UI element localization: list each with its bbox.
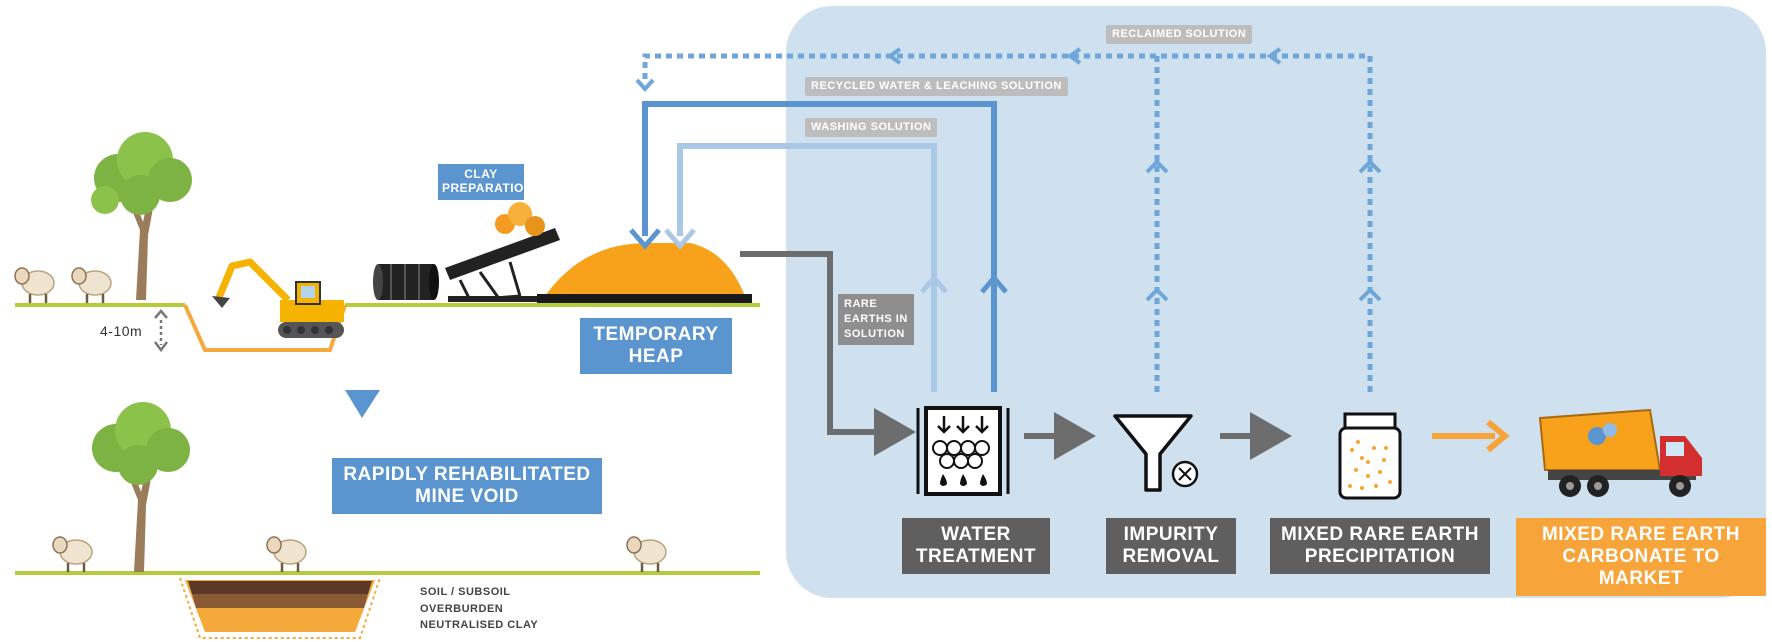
- rare-earths-line3: SOLUTION: [844, 327, 905, 340]
- clay-preparation-line1: CLAY: [464, 167, 498, 181]
- heap-icon: [537, 243, 752, 303]
- reclaimed-arrows: [635, 47, 1382, 302]
- impurity-removal-label: IMPURITY REMOVAL: [1106, 518, 1236, 574]
- soil-layer-3: NEUTRALISED CLAY: [420, 619, 539, 631]
- soil-layer-1: SOIL / SUBSOIL: [420, 586, 511, 598]
- drum-icon: [373, 264, 439, 300]
- sheep-icon: [266, 536, 307, 572]
- to-market-line1: MIXED RARE EARTH: [1541, 524, 1740, 545]
- water-treatment-line2: TREATMENT: [915, 545, 1037, 567]
- rare-earths-line1: RARE: [844, 298, 878, 310]
- reclaimed-solution-label: RECLAIMED SOLUTION: [1106, 25, 1253, 44]
- chevron-down-icon: [345, 390, 380, 418]
- arrow-down-icon: [664, 228, 696, 250]
- recycled-water-line: [642, 101, 997, 392]
- rehabilitated-label: RAPIDLY REHABILITATED MINE VOID: [332, 458, 602, 514]
- precipitation-label: MIXED RARE EARTH PRECIPITATION: [1270, 518, 1490, 574]
- arrow-up-icon: [920, 274, 948, 294]
- conveyor-icon: [445, 202, 560, 302]
- depth-indicator: [154, 309, 168, 353]
- dump-truck-icon: [1538, 408, 1702, 497]
- rehabilitated-line2: MINE VOID: [415, 485, 519, 507]
- clay-preparation-label: CLAY PREPARATION: [438, 164, 534, 200]
- tree-icon: [91, 132, 192, 300]
- washing-solution-line: [677, 143, 937, 392]
- rehabilitated-void: [15, 571, 760, 639]
- rehabilitated-line1: RAPIDLY REHABILITATED: [343, 464, 591, 485]
- temporary-heap-label: TEMPORARY HEAP: [580, 318, 732, 374]
- soil-layers-legend: SOIL / SUBSOIL OVERBURDEN NEUTRALISED CL…: [420, 584, 538, 634]
- process-arrows: [1024, 412, 1510, 460]
- sheep-icon: [71, 267, 112, 303]
- precipitation-line1: MIXED RARE EARTH: [1280, 524, 1479, 545]
- water-treatment-icon: [916, 406, 1010, 496]
- jar-icon: [1338, 412, 1402, 500]
- water-treatment-label: WATER TREATMENT: [902, 518, 1050, 574]
- water-treatment-line1: WATER: [941, 524, 1011, 545]
- clay-preparation-line2: PREPARATION: [442, 180, 534, 195]
- reclaimed-solution-line: [642, 53, 1373, 392]
- funnel-icon: [1113, 414, 1199, 492]
- impurity-removal-line2: REMOVAL: [1122, 545, 1220, 567]
- precipitation-line2: PRECIPITATION: [1304, 545, 1456, 567]
- depth-label: 4-10m: [100, 323, 143, 339]
- washing-solution-label: WASHING SOLUTION: [805, 118, 938, 137]
- tree-icon: [92, 402, 190, 572]
- excavator-icon: [212, 258, 344, 338]
- recycled-water-label: RECYCLED WATER & LEACHING SOLUTION: [805, 77, 1068, 96]
- to-market-label: MIXED RARE EARTH CARBONATE TO MARKET: [1516, 518, 1766, 596]
- arrow-up-icon: [980, 274, 1008, 294]
- rare-earths-label: RARE EARTHS IN SOLUTION: [838, 294, 914, 345]
- sheep-icon: [626, 536, 667, 572]
- rare-earths-line2: EARTHS IN: [844, 312, 908, 325]
- rare-earths-flow: [740, 251, 916, 456]
- process-panel: [786, 6, 1766, 598]
- arrow-down-icon: [629, 228, 661, 250]
- sheep-icon: [14, 267, 55, 303]
- to-market-line2: CARBONATE TO MARKET: [1562, 545, 1720, 589]
- temporary-heap-line1: TEMPORARY: [593, 324, 719, 345]
- temporary-heap-line2: HEAP: [628, 345, 684, 367]
- sheep-icon: [52, 536, 93, 572]
- impurity-removal-line1: IMPURITY: [1123, 524, 1219, 545]
- soil-layer-2: OVERBURDEN: [420, 602, 504, 615]
